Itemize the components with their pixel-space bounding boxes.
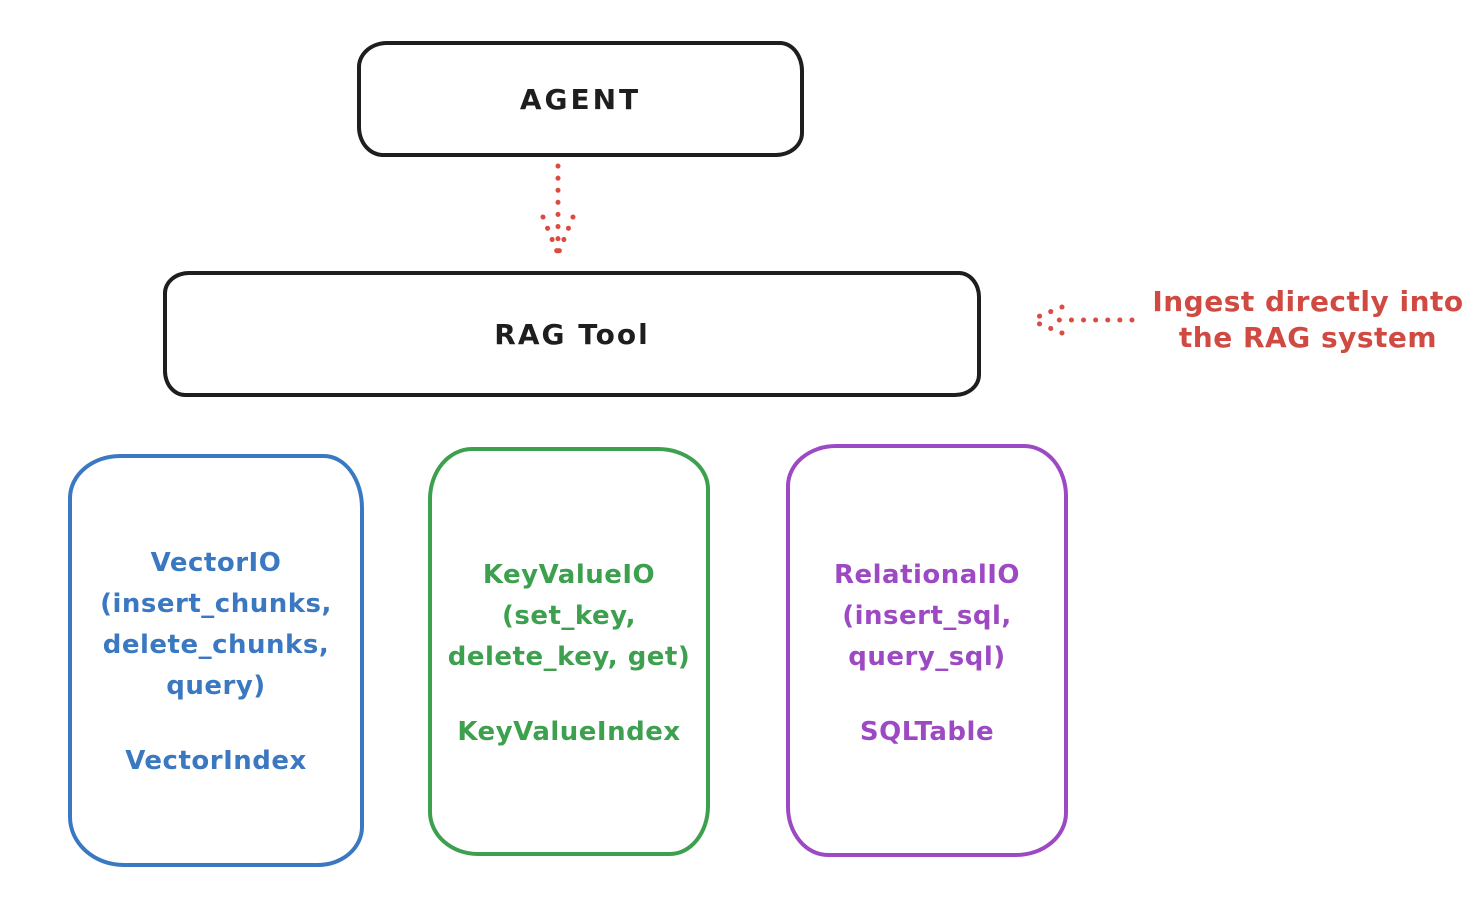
ingest-arrow-icon — [1027, 304, 1135, 336]
relational-io-node: RelationalIO (insert_sql, query_sql) SQL… — [786, 444, 1068, 857]
ingest-annotation-line1: Ingest directly into — [1152, 285, 1464, 318]
vector-io-methods-line1: (insert_chunks, — [100, 589, 332, 619]
vector-index-label: VectorIndex — [125, 746, 307, 776]
vector-io-node: VectorIO (insert_chunks, delete_chunks, … — [68, 454, 364, 867]
relational-io-title: RelationalIO — [833, 560, 1021, 590]
agent-to-ragtool-arrow-icon — [540, 163, 576, 257]
relational-io-methods-line1: (insert_sql, — [842, 601, 1012, 631]
agent-label: AGENT — [519, 82, 642, 116]
ingest-annotation: Ingest directly into the RAG system — [1138, 284, 1478, 356]
agent-node: AGENT — [357, 41, 804, 157]
keyvalue-io-title: KeyValueIO — [482, 560, 656, 590]
vector-io-methods-line2: delete_chunks, — [102, 630, 330, 660]
keyvalue-io-node: KeyValueIO (set_key, delete_key, get) Ke… — [428, 447, 710, 856]
vector-io-title: VectorIO — [150, 548, 282, 578]
keyvalue-index-label: KeyValueIndex — [457, 717, 681, 747]
rag-tool-label: RAG Tool — [494, 317, 650, 351]
vector-io-methods-line3: query) — [166, 671, 266, 701]
keyvalue-io-methods-line1: (set_key, — [502, 601, 636, 631]
relational-io-methods-line2: query_sql) — [848, 642, 1006, 672]
sql-table-label: SQLTable — [859, 717, 995, 747]
ingest-annotation-line2: the RAG system — [1178, 321, 1438, 354]
keyvalue-io-methods-line2: delete_key, get) — [447, 642, 691, 672]
rag-tool-node: RAG Tool — [163, 271, 981, 397]
